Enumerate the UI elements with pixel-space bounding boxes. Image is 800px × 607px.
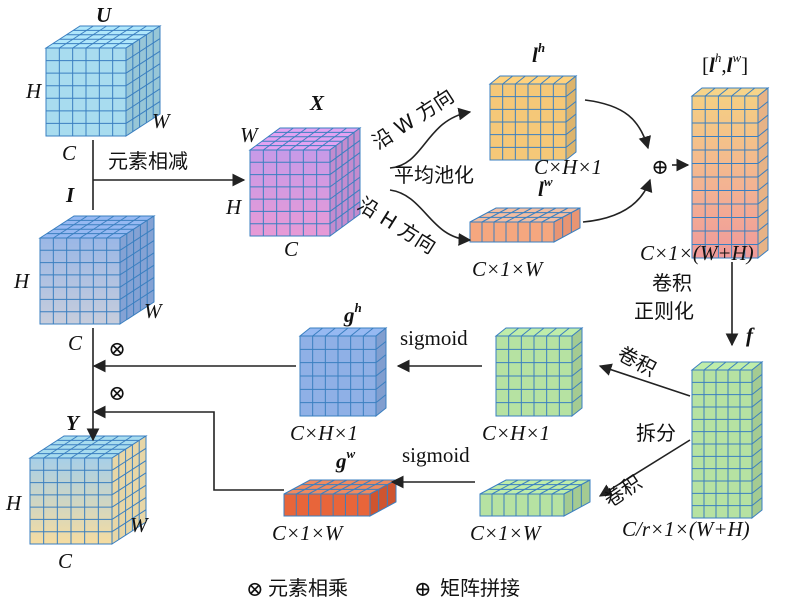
text-conv-bottom: 卷积 — [599, 470, 646, 512]
dim-x-w: W — [240, 123, 260, 147]
label-x: X — [309, 91, 325, 115]
legend-multiply-icon: ⊗ — [246, 577, 264, 601]
cube-lw — [469, 207, 581, 243]
multiply-icon-2: ⊗ — [108, 381, 126, 405]
label-i: I — [65, 183, 75, 207]
label-f: f — [746, 323, 755, 347]
dim-i-w: W — [144, 299, 164, 323]
dim-i-c: C — [68, 331, 83, 355]
arrow-lw-to-oplus — [582, 178, 653, 223]
label-lh: lh — [532, 40, 545, 67]
legend-multiply-label: 元素相乘 — [268, 576, 348, 600]
legend-concat-label: 矩阵拼接 — [440, 576, 520, 600]
operators: ⊗ ⊗ ⊕ — [108, 155, 669, 405]
text-sigmoid-bottom: sigmoid — [402, 443, 470, 467]
dim-x-c: C — [284, 237, 299, 261]
text-conv-top: 卷积 — [614, 341, 661, 381]
arrow-x-to-lw — [389, 189, 472, 246]
dim-gw: C×1×W — [272, 521, 345, 545]
label-u: U — [96, 3, 113, 27]
cube-u — [44, 25, 162, 137]
label-y: Y — [66, 411, 81, 435]
label-lw: lw — [538, 174, 553, 201]
dim-i-h: H — [13, 269, 31, 293]
label-gh: gh — [343, 300, 362, 327]
label-gw: gw — [335, 446, 356, 473]
cube-y — [28, 435, 148, 545]
dim-u-c: C — [62, 141, 77, 165]
arrow-x-to-lh — [389, 107, 472, 169]
connectors — [86, 99, 739, 497]
text-split: 拆分 — [636, 421, 676, 445]
cube-lh — [488, 74, 578, 162]
cube-x — [248, 127, 362, 237]
cube-f — [690, 360, 764, 520]
legend-concat-icon: ⊕ — [414, 577, 432, 601]
concat-plus-icon: ⊕ — [651, 155, 669, 179]
cube-gw-green — [479, 479, 591, 517]
text-norm: 正则化 — [634, 299, 694, 323]
text-avg-pool: 平均池化 — [394, 163, 474, 187]
text-subtract: 元素相减 — [108, 149, 188, 173]
dim-y-c: C — [58, 549, 73, 573]
dim-concat: C×1×(W+H) — [640, 241, 754, 265]
arrow-lh-to-oplus — [584, 99, 651, 150]
text-conv-1: 卷积 — [652, 271, 692, 295]
cube-i — [38, 215, 156, 325]
dim-gh-green: C×H×1 — [482, 421, 550, 445]
dim-y-w: W — [130, 513, 150, 537]
cube-gh-green — [494, 326, 584, 418]
legend: ⊗ 元素相乘 ⊕ 矩阵拼接 — [246, 576, 520, 601]
dim-y-h: H — [5, 491, 23, 515]
dim-u-w: W — [152, 109, 172, 133]
dim-lh: C×H×1 — [534, 155, 602, 179]
multiply-icon-1: ⊗ — [108, 337, 126, 361]
text-sigmoid-top: sigmoid — [400, 326, 468, 350]
cube-gw — [283, 479, 397, 517]
dim-x-h: H — [225, 195, 243, 219]
dim-lw: C×1×W — [472, 257, 545, 281]
arrow-gw-to-multiply — [92, 405, 284, 491]
arrow-f-to-gw-green — [598, 439, 691, 497]
cube-concat — [690, 86, 770, 260]
text-along-w: 沿 W 方向 — [368, 84, 459, 155]
dim-gw-green: C×1×W — [470, 521, 543, 545]
label-concat: [lh,lw] — [702, 50, 748, 77]
cube-gh — [298, 326, 388, 418]
text-along-h: 沿 H 方向 — [353, 192, 440, 259]
dim-u-h: H — [25, 79, 43, 103]
dim-gh: C×H×1 — [290, 421, 358, 445]
feature-cubes — [28, 25, 770, 545]
arrow-f-to-gh-green — [598, 363, 691, 397]
dim-f: C/r×1×(W+H) — [622, 517, 750, 541]
